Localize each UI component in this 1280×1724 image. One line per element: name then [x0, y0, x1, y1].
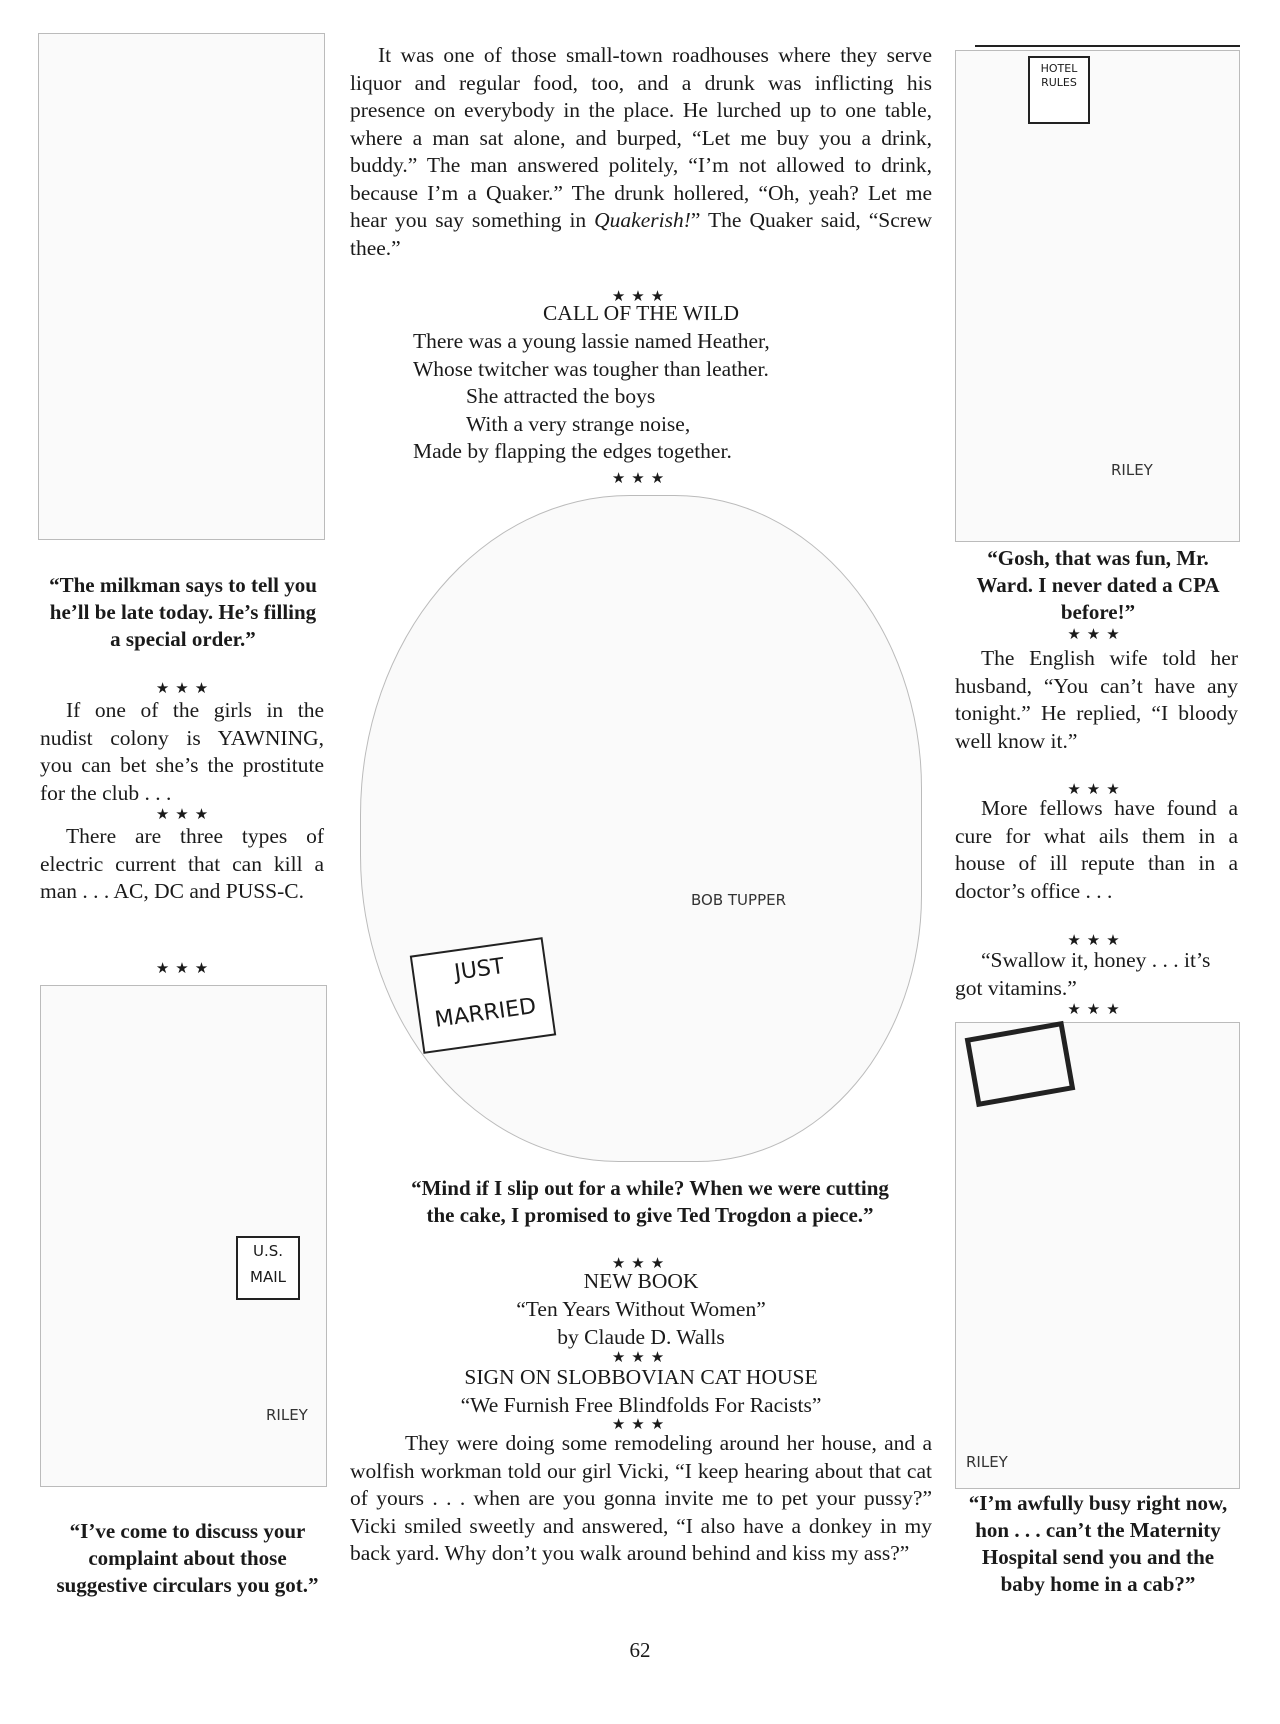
artist-signature: RILEY	[266, 1406, 308, 1424]
cartoon-hotel-cpa: HOTEL RULES RILEY	[955, 50, 1240, 542]
caption-milkman: “The milkman says to tell you he’ll be l…	[49, 573, 317, 651]
cartoon-just-married: JUST MARRIED BOB TUPPER	[360, 495, 922, 1162]
mail-bag-sign: U.S. MAIL	[236, 1236, 300, 1300]
joke-nudist-colony: If one of the girls in the nudist colony…	[40, 698, 324, 805]
cartoon-milkman	[38, 33, 325, 540]
limerick: There was a young lassie named Heather, …	[413, 329, 770, 463]
artist-signature: BOB TUPPER	[691, 891, 787, 909]
poem-title: CALL OF THE WILD	[542, 301, 740, 325]
cartoon-maternity: RILEY	[955, 1020, 1240, 1489]
just-married-sign: JUST MARRIED	[409, 937, 557, 1054]
joke-electric-current: There are three types of electric curren…	[40, 824, 324, 903]
joke-vicki: They were doing some remodeling around h…	[350, 1431, 932, 1565]
caption-maternity: “I’m awfully busy right now, hon . . . c…	[968, 1491, 1228, 1596]
joke-quaker: It was one of those small-town roadhouse…	[350, 43, 932, 260]
top-rule	[975, 45, 1240, 47]
separator-stars: ★★★	[155, 807, 215, 823]
joke-cure: More fellows have found a cure for what …	[955, 796, 1238, 903]
sign-text: “We Furnish Free Blindfolds For Racists”	[460, 1393, 822, 1417]
separator-stars: ★★★	[1067, 627, 1126, 643]
separator-stars: ★★★	[1067, 933, 1126, 949]
separator-stars: ★★★	[611, 471, 671, 487]
separator-stars: ★★★	[611, 1417, 671, 1433]
separator-stars: ★★★	[155, 961, 215, 977]
joke-english-wife: The English wife told her husband, “You …	[955, 646, 1238, 753]
cartoon-mailman: U.S. MAIL RILEY	[40, 985, 327, 1487]
separator-stars: ★★★	[611, 289, 671, 305]
book-title: “Ten Years Without Women”	[516, 1297, 766, 1321]
separator-stars: ★★★	[611, 1350, 671, 1366]
sign-heading: SIGN ON SLOBBOVIAN CAT HOUSE	[464, 1365, 818, 1389]
page-number: 62	[629, 1638, 651, 1662]
hotel-rules-sign: HOTEL RULES	[1028, 56, 1090, 124]
separator-stars: ★★★	[611, 1256, 671, 1272]
joke-vitamins: “Swallow it, honey . . . it’s got vitami…	[955, 948, 1211, 1000]
book-author: by Claude D. Walls	[557, 1325, 725, 1349]
artist-signature: RILEY	[966, 1453, 1008, 1471]
separator-stars: ★★★	[1067, 1002, 1126, 1018]
caption-cpa: “Gosh, that was fun, Mr. Ward. I never d…	[976, 546, 1220, 624]
artist-signature: RILEY	[1111, 461, 1153, 479]
separator-stars: ★★★	[1067, 782, 1126, 798]
new-book-heading: NEW BOOK	[583, 1269, 699, 1293]
separator-stars: ★★★	[155, 681, 215, 697]
picture-frame	[964, 1020, 1076, 1108]
caption-just-married: “Mind if I slip out for a while? When we…	[411, 1176, 889, 1227]
caption-mailman: “I’ve come to discuss your complaint abo…	[56, 1519, 319, 1597]
